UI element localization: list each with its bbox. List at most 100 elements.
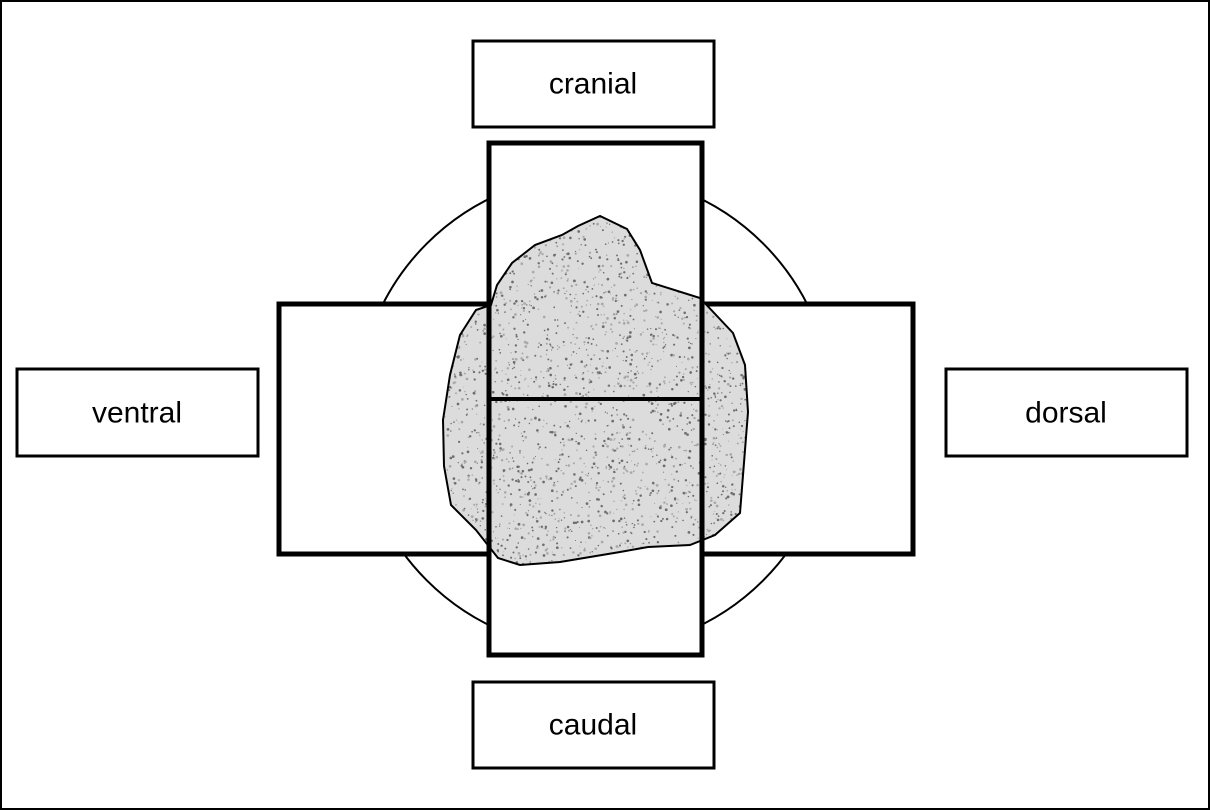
speckle-dot	[581, 262, 584, 265]
speckle-dot	[556, 319, 559, 321]
speckle-dot	[583, 340, 586, 344]
speckle-dot	[632, 288, 635, 291]
speckle-dot	[651, 489, 655, 493]
speckle-dot	[729, 352, 732, 355]
speckle-dot	[640, 515, 644, 518]
speckle-dot	[476, 404, 478, 407]
speckle-dot	[639, 494, 642, 497]
speckle-dot	[738, 421, 741, 424]
speckle-dot	[660, 291, 662, 294]
speckle-dot	[659, 293, 662, 296]
speckle-dot	[552, 538, 555, 541]
speckle-dot	[537, 498, 539, 500]
speckle-dot	[715, 328, 717, 330]
speckle-dot	[527, 532, 530, 535]
speckle-dot	[617, 239, 620, 242]
speckle-dot	[675, 470, 678, 473]
speckle-dot	[674, 295, 676, 297]
speckle-dot	[691, 414, 694, 417]
speckle-dot	[632, 381, 635, 384]
speckle-dot	[687, 390, 689, 393]
speckle-dot	[727, 352, 730, 355]
speckle-dot	[648, 400, 650, 403]
speckle-dot	[628, 275, 631, 277]
speckle-dot	[634, 490, 637, 492]
speckle-dot	[453, 482, 455, 484]
speckle-dot	[555, 332, 558, 335]
speckle-dot	[512, 316, 515, 319]
speckle-dot	[588, 378, 591, 381]
speckle-dot	[651, 481, 655, 485]
speckle-dot	[569, 363, 573, 366]
speckle-dot	[695, 370, 698, 373]
speckle-dot	[675, 383, 679, 386]
speckle-dot	[556, 348, 559, 350]
speckle-dot	[617, 378, 619, 380]
speckle-dot	[515, 546, 518, 549]
speckle-dot	[656, 530, 659, 533]
speckle-dot	[557, 467, 560, 470]
speckle-dot	[517, 469, 520, 473]
speckle-dot	[556, 542, 559, 545]
speckle-dot	[465, 377, 469, 381]
speckle-dot	[566, 424, 570, 428]
speckle-dot	[450, 422, 452, 425]
speckle-dot	[739, 468, 742, 471]
speckle-dot	[589, 551, 592, 554]
speckle-dot	[724, 486, 727, 489]
speckle-dot	[589, 499, 591, 502]
speckle-dot	[644, 444, 647, 447]
speckle-dot	[533, 276, 535, 279]
speckle-dot	[568, 426, 571, 429]
speckle-dot	[523, 302, 527, 305]
speckle-dot	[627, 395, 630, 397]
speckle-dot	[588, 251, 592, 254]
speckle-dot	[615, 313, 618, 315]
speckle-dot	[730, 456, 733, 459]
speckle-dot	[525, 512, 527, 514]
speckle-dot	[529, 469, 532, 472]
speckle-dot	[552, 553, 555, 556]
speckle-dot	[600, 349, 602, 352]
speckle-dot	[484, 372, 487, 375]
speckle-dot	[465, 413, 468, 416]
speckle-dot	[570, 438, 574, 441]
speckle-dot	[582, 395, 584, 397]
speckle-dot	[653, 502, 656, 504]
speckle-dot	[612, 390, 615, 393]
speckle-dot	[481, 501, 484, 504]
speckle-dot	[719, 444, 722, 447]
speckle-dot	[556, 245, 559, 248]
label-box-cranial: cranial	[471, 39, 716, 129]
speckle-dot	[648, 437, 651, 440]
speckle-dot	[591, 296, 594, 298]
speckle-dot	[603, 439, 606, 443]
speckle-dot	[587, 419, 590, 422]
speckle-dot	[508, 534, 512, 537]
speckle-dot	[506, 382, 509, 385]
speckle-dot	[722, 511, 725, 515]
speckle-dot	[550, 281, 554, 285]
speckle-dot	[545, 512, 547, 515]
speckle-dot	[674, 314, 676, 316]
speckle-dot	[531, 526, 534, 529]
speckle-dot	[494, 311, 497, 314]
speckle-dot	[562, 243, 565, 246]
speckle-dot	[567, 385, 569, 388]
speckle-dot	[620, 459, 624, 463]
speckle-dot	[713, 522, 716, 524]
speckle-dot	[596, 466, 599, 469]
speckle-dot	[606, 456, 609, 458]
speckle-dot	[729, 385, 732, 388]
speckle-dot	[547, 478, 550, 481]
speckle-dot	[574, 343, 576, 345]
speckle-dot	[583, 462, 585, 465]
speckle-dot	[732, 377, 735, 380]
speckle-dot	[523, 456, 525, 458]
speckle-dot	[651, 299, 653, 302]
speckle-dot	[614, 299, 617, 303]
speckle-dot	[728, 504, 730, 506]
speckle-dot	[618, 442, 620, 444]
speckle-dot	[538, 252, 541, 255]
speckle-dot	[570, 305, 573, 307]
